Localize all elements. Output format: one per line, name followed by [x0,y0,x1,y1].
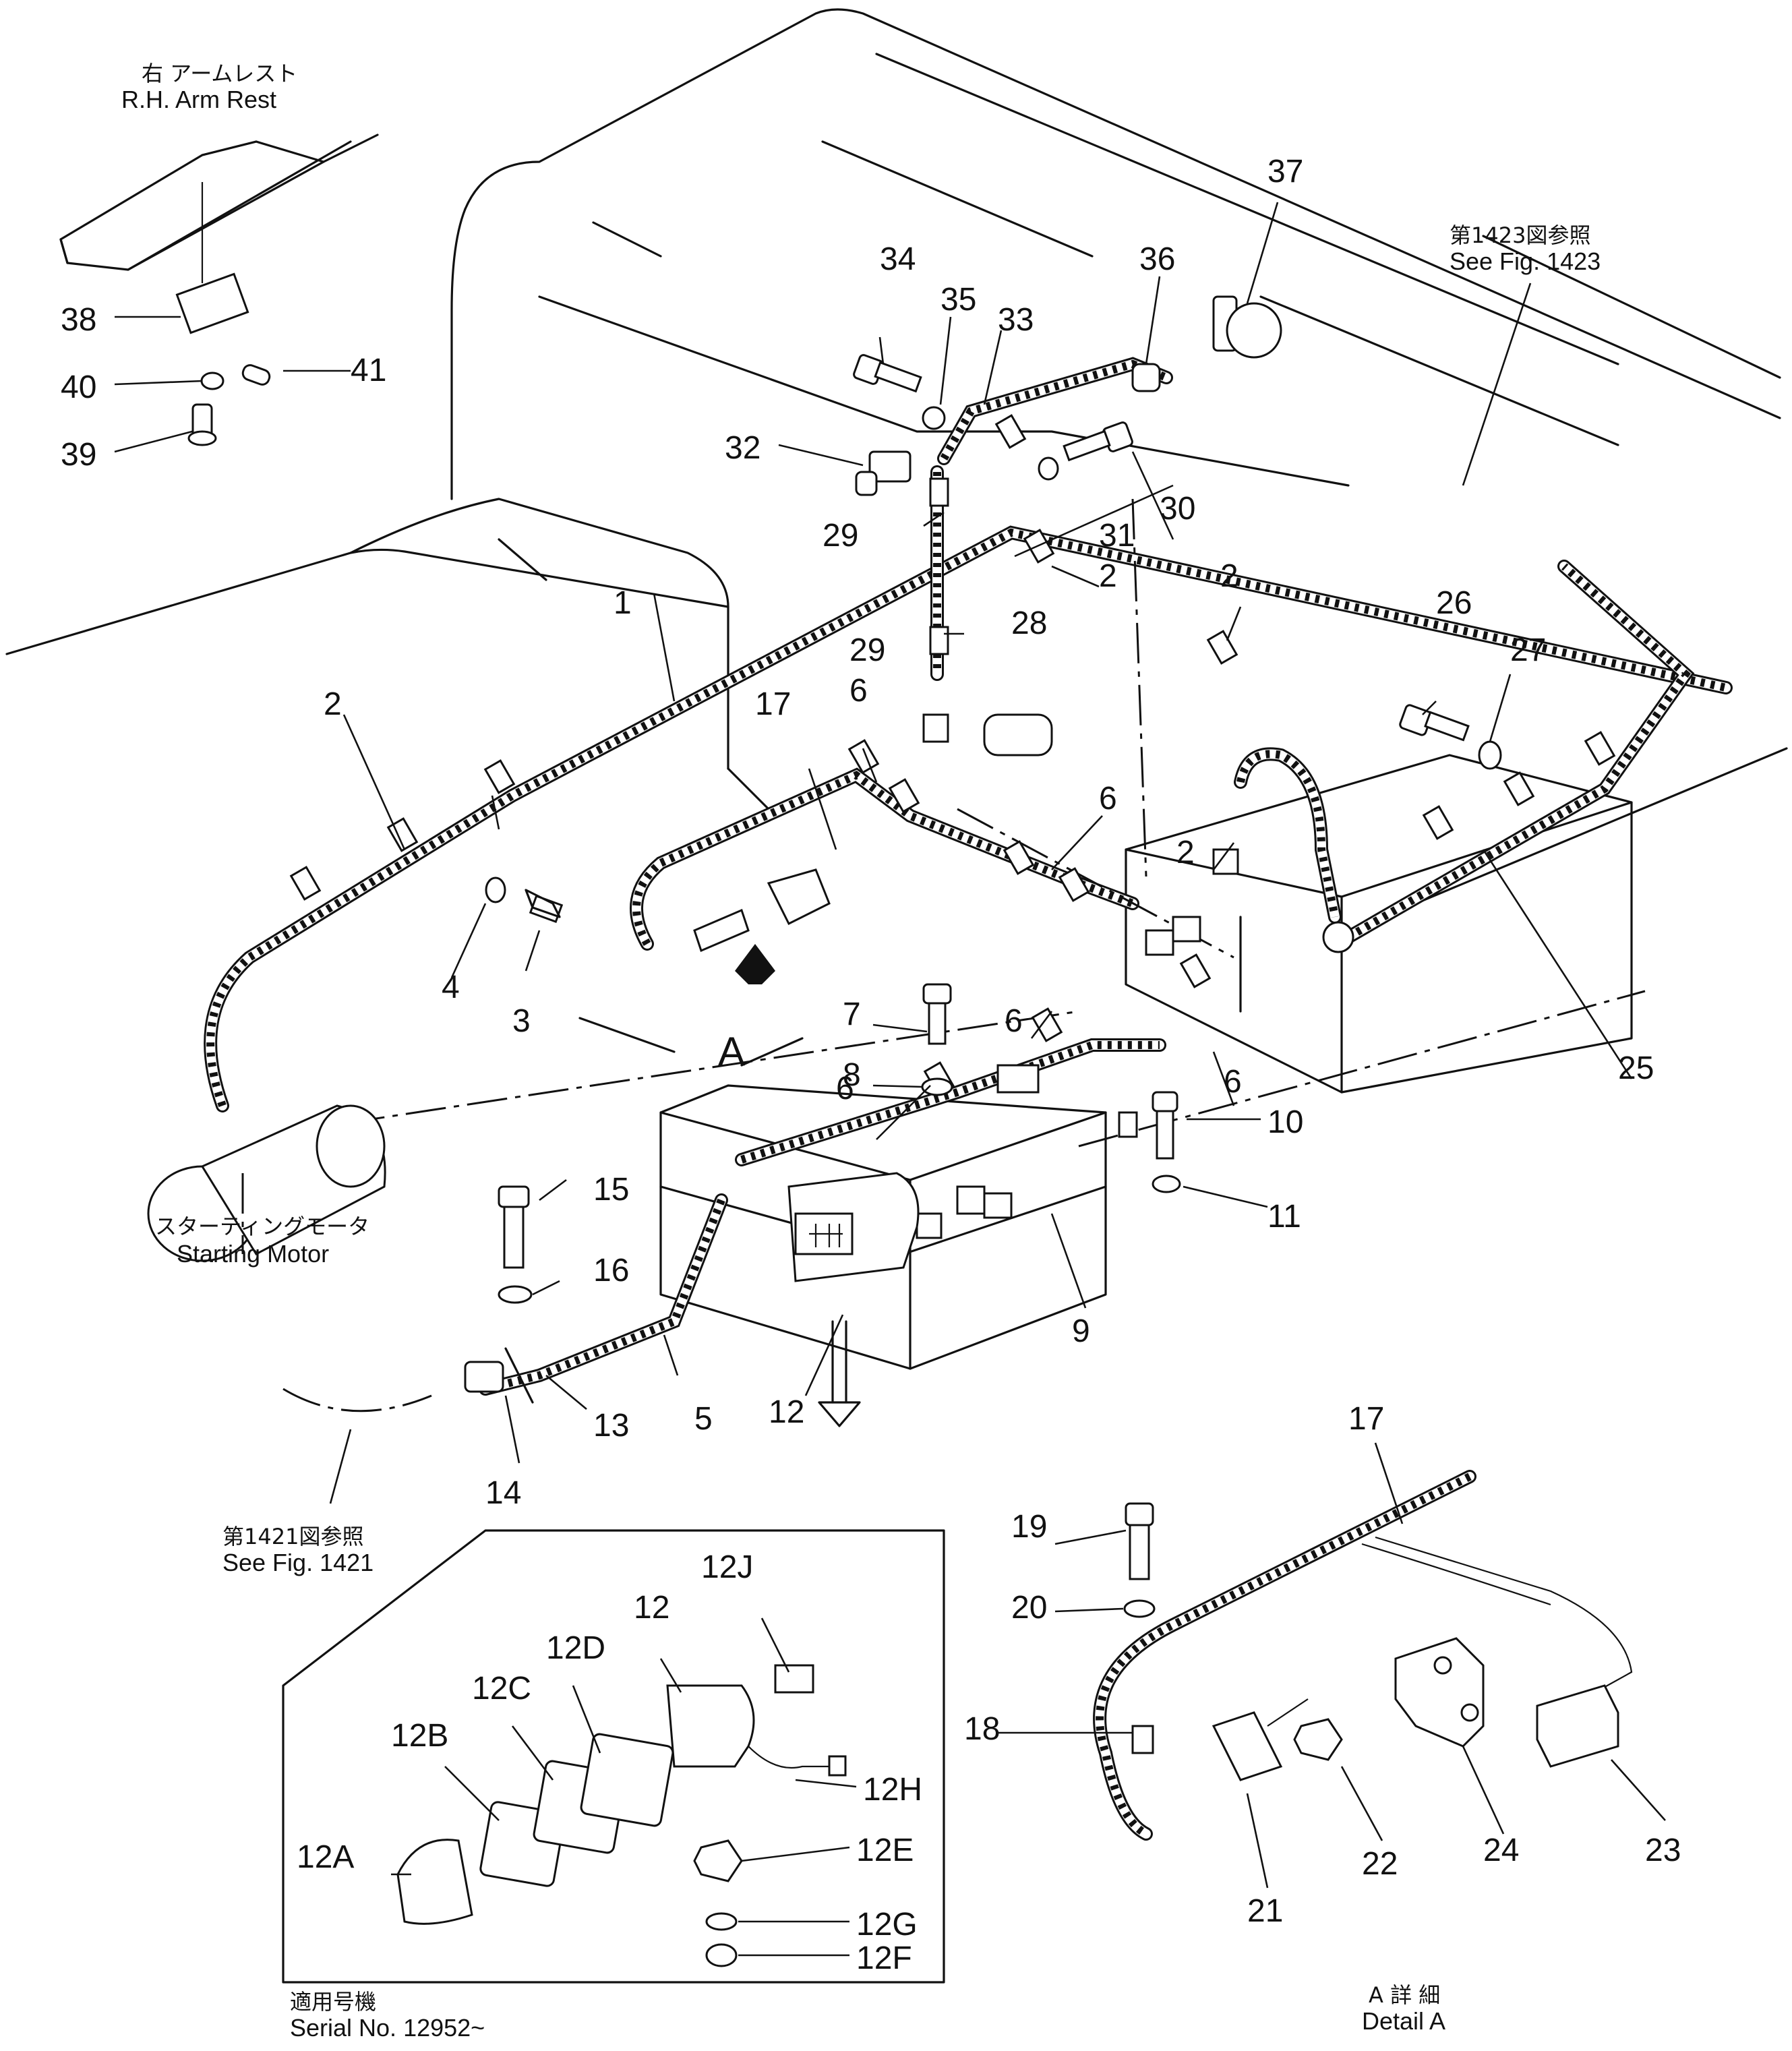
starting-motor-jp-caption: スターティングモータ [155,1214,369,1239]
callout-12: 12 [634,1590,669,1626]
callout-12E: 12E [856,1833,914,1868]
armrest-en-caption: R.H. Arm Rest [121,86,276,113]
wiring-harness [204,357,1733,1413]
callout-2: 2 [324,686,342,722]
callout-27: 27 [1510,632,1546,668]
callout-5: 5 [694,1401,713,1437]
leader-lines [114,202,1666,1957]
callout-12H: 12H [863,1772,922,1808]
fig1421-en-caption: See Fig. 1421 [222,1549,374,1576]
callout-3: 3 [512,1003,531,1039]
callout-22: 22 [1362,1846,1398,1882]
callout-6: 6 [1099,781,1117,816]
callout-12F: 12F [856,1940,912,1976]
callout-6: 6 [849,673,868,709]
detail-a-view [1093,1470,1633,1841]
callout-23: 23 [1645,1833,1681,1868]
serial-jp-caption: 適用号機 [290,1989,376,2015]
callout-14: 14 [485,1475,521,1511]
callout-2: 2 [1220,558,1238,594]
callout-12: 12 [769,1394,804,1430]
callout-18: 18 [964,1711,1000,1747]
fig1423-jp-caption: 第1423図参照 [1450,222,1590,248]
callout-2: 2 [1176,835,1195,870]
callout-13: 13 [593,1408,629,1444]
callout-12G: 12G [856,1907,918,1942]
callout-40: 40 [61,369,96,405]
callout-33: 33 [998,302,1034,338]
callout-29: 29 [823,518,858,554]
callout-25: 25 [1618,1050,1654,1086]
callout-36: 36 [1139,241,1175,277]
callout-20: 20 [1011,1590,1047,1626]
callout-17: 17 [755,686,791,722]
callout-26: 26 [1436,585,1472,621]
callout-4: 4 [442,970,460,1005]
callout-8: 8 [843,1057,861,1093]
view-a-label: A [718,1029,745,1074]
callout-35: 35 [940,282,976,318]
callout-numbers: 1 2 2 2 2 3 4 5 6 6 6 6 6 7 8 9 10 11 12… [61,154,1681,1976]
callout-28: 28 [1011,605,1047,641]
callout-12B: 12B [391,1718,448,1754]
callout-12C: 12C [472,1671,531,1706]
serial-en-caption: Serial No. 12952~ [290,2014,485,2042]
callout-7: 7 [843,997,861,1032]
machine-body [5,8,1788,1370]
callout-2: 2 [1099,558,1117,594]
view-a-arrow [735,944,775,984]
fig1421-jp-caption: 第1421図参照 [222,1524,363,1549]
callout-12D: 12D [546,1630,605,1666]
callout-31: 31 [1099,518,1135,554]
callout-37: 37 [1267,154,1303,189]
callout-32: 32 [725,430,760,466]
callout-41: 41 [351,353,386,388]
callout-19: 19 [1011,1509,1047,1545]
clamps [289,414,1616,1239]
fig1423-en-caption: See Fig. 1423 [1450,247,1601,275]
callout-24: 24 [1483,1833,1519,1868]
callout-15: 15 [593,1172,629,1208]
detail-a-en-caption: Detail A [1362,2007,1445,2035]
callout-10: 10 [1267,1104,1303,1140]
callout-16: 16 [593,1253,629,1288]
callout-11: 11 [1267,1199,1301,1235]
callout-6: 6 [836,1071,854,1106]
callout-6: 6 [1224,1064,1242,1100]
callout-39: 39 [61,437,96,473]
callout-12A: 12A [297,1839,354,1875]
starting-motor-en-caption: Starting Motor [177,1240,329,1268]
callout-6: 6 [1005,1003,1023,1039]
callout-30: 30 [1160,491,1195,527]
callout-12J: 12J [701,1549,753,1585]
armrest-jp-caption: 右 アームレスト [142,61,297,86]
callout-21: 21 [1247,1893,1283,1929]
callout-1: 1 [614,585,632,621]
fasteners [59,133,1502,1404]
callout-29: 29 [849,632,885,668]
callout-38: 38 [61,302,96,338]
callout-17: 17 [1348,1401,1384,1437]
callout-34: 34 [880,241,916,277]
headlight-detail-box [282,1320,945,1984]
captions: 右 アームレスト R.H. Arm Rest 第1423図参照 See Fig.… [121,61,1601,2042]
callout-9: 9 [1072,1313,1090,1349]
detail-a-jp-caption: A 詳 細 [1369,1982,1440,2008]
